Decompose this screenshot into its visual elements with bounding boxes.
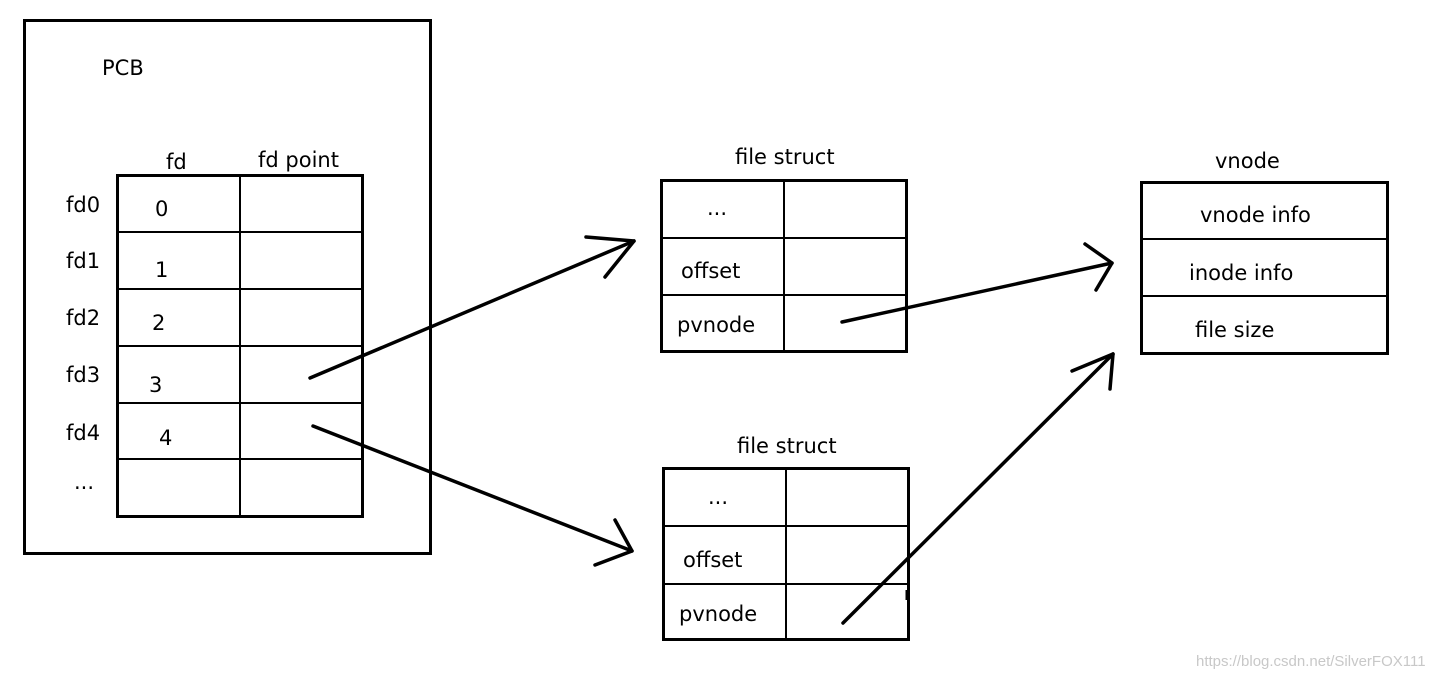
fd-table-row-line	[117, 288, 362, 290]
fd-value-3: 3	[149, 373, 163, 397]
row-label-fd3: fd3	[66, 363, 101, 387]
vnode-row-vnode-info: vnode info	[1200, 203, 1311, 227]
file-struct-top-row-pvnode: pvnode	[677, 313, 756, 337]
fd-value-1: 1	[155, 258, 169, 282]
arrow-bottom-pvnode-to-vnode	[841, 352, 1115, 625]
file-struct-top-row-line	[661, 294, 906, 296]
fd-point-column-header: fd point	[258, 148, 339, 172]
arrow-fd3-to-file-struct-top	[308, 239, 636, 380]
file-struct-top-row-offset: offset	[681, 259, 741, 283]
vnode-table	[1140, 181, 1389, 355]
file-struct-bottom-row-pvnode: pvnode	[679, 602, 758, 626]
fd-table-row-line	[117, 458, 362, 460]
file-struct-top-title: file struct	[735, 145, 835, 169]
vnode-title: vnode	[1215, 149, 1280, 173]
file-struct-top-divider	[783, 180, 785, 352]
arrow-top-pvnode-to-vnode	[840, 261, 1114, 324]
vnode-row-line	[1141, 295, 1387, 297]
fd-table-row-line	[117, 402, 362, 404]
vnode-row-line	[1141, 238, 1387, 240]
file-struct-bottom-title: file struct	[737, 434, 837, 458]
row-label-ellipsis: ...	[74, 470, 95, 494]
arrowhead-top-pvnode	[1083, 242, 1114, 292]
file-struct-bottom-row-line	[663, 525, 908, 527]
row-label-fd4: fd4	[66, 421, 101, 445]
row-label-fd2: fd2	[66, 306, 101, 330]
arrowhead-fd3	[584, 235, 636, 279]
fd-value-0: 0	[155, 197, 169, 221]
file-struct-bottom-row-line	[663, 583, 908, 585]
fd-table-row-line	[117, 231, 362, 233]
row-label-fd1: fd1	[66, 249, 101, 273]
pcb-box	[23, 19, 432, 555]
watermark-text: https://blog.csdn.net/SilverFOX111	[1196, 653, 1426, 670]
fd-value-4: 4	[159, 426, 173, 450]
vnode-row-file-size: file size	[1195, 318, 1275, 342]
fd-column-header: fd	[166, 150, 187, 174]
file-struct-top-row-ellipsis: ...	[707, 196, 728, 220]
fd-table-row-line	[117, 345, 362, 347]
row-label-fd0: fd0	[66, 193, 101, 217]
fd-value-2: 2	[152, 311, 166, 335]
pcb-title: PCB	[102, 56, 144, 80]
file-struct-bottom-row-ellipsis: ...	[708, 485, 729, 509]
file-struct-top-row-line	[661, 237, 906, 239]
file-struct-bottom-row-offset: offset	[683, 548, 743, 572]
arrowhead-bottom-pvnode	[1070, 352, 1115, 391]
arrowhead-fd4	[593, 518, 634, 567]
arrow-fd4-to-file-struct-bottom	[311, 424, 634, 553]
file-struct-bottom-divider	[785, 468, 787, 640]
vnode-row-inode-info: inode info	[1189, 261, 1294, 285]
